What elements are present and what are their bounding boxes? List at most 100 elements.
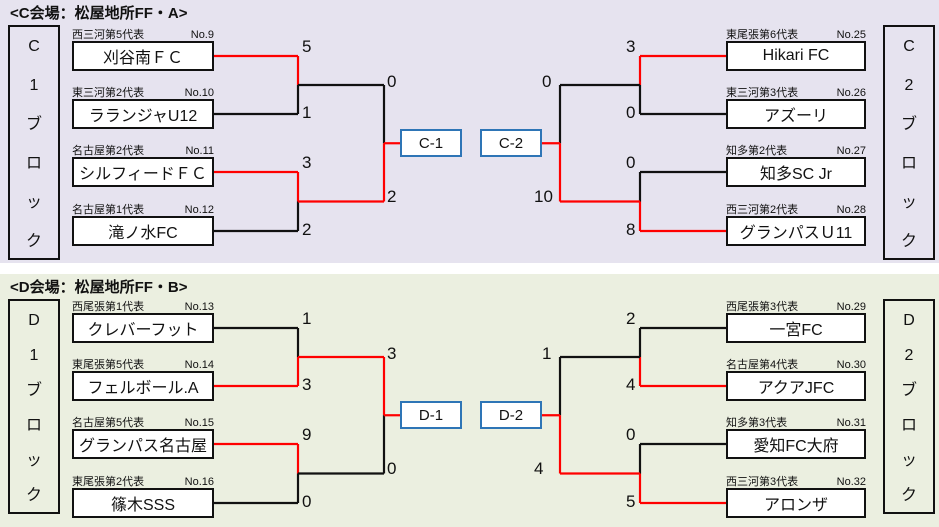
score-left: 3 (302, 375, 312, 394)
team-no: No.32 (836, 476, 866, 488)
team-rep-label: 知多第2代表 (726, 145, 788, 157)
block-left-char: ッ (25, 452, 42, 469)
block-right-char: ク (900, 233, 917, 250)
score-right: 8 (626, 220, 636, 239)
semi-score-left: 0 (387, 458, 397, 478)
team-no: No.10 (184, 87, 214, 99)
team-rep-label: 名古屋第2代表 (72, 145, 145, 157)
team-no: No.11 (185, 145, 214, 157)
block-right-char: C (903, 38, 915, 55)
block-left-char: ク (25, 487, 42, 504)
score-left: 9 (302, 425, 312, 444)
block-left-char: ブ (25, 382, 42, 399)
score-right: 2 (626, 309, 636, 328)
semi-score-right: 0 (542, 72, 552, 91)
block-right-char: 2 (904, 77, 914, 94)
team-rep-label: 知多第3代表 (726, 417, 788, 429)
team-name-right: アズーリ (726, 99, 866, 129)
block-left-char: 1 (29, 77, 39, 94)
team-no: No.25 (836, 29, 866, 41)
block-right-char: ッ (900, 452, 917, 469)
team-rep-label: 名古屋第4代表 (726, 359, 799, 371)
team-name-left: ラランジャU12 (72, 99, 214, 129)
score-right: 4 (626, 375, 636, 394)
block-right-char: ク (900, 487, 917, 504)
score-right: 0 (626, 153, 636, 172)
venue-c-title: <C会場：松屋地所FF・A> (10, 5, 188, 22)
block-right-char: ロ (900, 155, 917, 172)
match-label-right: D-2 (480, 401, 542, 430)
team-rep-label: 西三河第3代表 (726, 476, 799, 488)
team-name-left: クレバーフット (72, 313, 214, 343)
team-rep-label: 西尾張第1代表 (72, 301, 145, 313)
team-name-left: 滝ノ水FC (72, 216, 214, 246)
block-left-char: D (28, 312, 40, 329)
score-left: 1 (302, 103, 312, 122)
block-left-char: 1 (29, 347, 39, 364)
team-no: No.30 (836, 359, 866, 371)
team-name-right: 一宮FC (726, 313, 866, 343)
team-no: No.28 (836, 204, 866, 216)
team-no: No.9 (190, 29, 214, 41)
block-right-char: 2 (904, 347, 914, 364)
semi-score-left: 3 (387, 344, 397, 363)
team-no: No.31 (836, 417, 866, 429)
block-right-char: ッ (900, 194, 917, 211)
team-no: No.15 (184, 417, 214, 429)
team-no: No.16 (184, 476, 214, 488)
team-rep-label: 東三河第2代表 (72, 87, 145, 99)
team-name-right: Hikari FC (726, 41, 866, 71)
block-left-char: C (28, 38, 40, 55)
team-rep-label: 東尾張第6代表 (726, 29, 799, 41)
team-no: No.29 (836, 301, 866, 313)
team-no: No.12 (184, 204, 214, 216)
team-caption-right: 西三河第3代表 No.32 (726, 476, 866, 490)
team-rep-label: 名古屋第1代表 (72, 204, 145, 216)
team-rep-label: 東尾張第5代表 (72, 359, 145, 371)
team-name-right: グランパスＵ11 (726, 216, 866, 246)
team-name-left: フェルボール.A (72, 371, 214, 401)
team-rep-label: 西尾張第3代表 (726, 301, 799, 313)
team-name-right: アクアJFC (726, 371, 866, 401)
team-name-left: グランパス名古屋 (72, 429, 214, 459)
team-name-left: シルフィードＦＣ (72, 157, 214, 187)
team-rep-label: 東三河第3代表 (726, 87, 799, 99)
team-no: No.26 (836, 87, 866, 99)
team-rep-label: 西三河第5代表 (72, 29, 145, 41)
team-rep-label: 名古屋第5代表 (72, 417, 145, 429)
team-name-left: 篠木SSS (72, 488, 214, 518)
team-rep-label: 東尾張第2代表 (72, 476, 145, 488)
venue-d-title: <D会場：松屋地所FF・B> (10, 279, 188, 296)
match-label-left: C-1 (400, 129, 462, 158)
score-right: 0 (626, 103, 636, 122)
semi-score-right: 1 (542, 344, 552, 363)
team-rep-label: 西三河第2代表 (726, 204, 799, 216)
team-no: No.14 (184, 359, 214, 371)
score-right: 0 (626, 425, 636, 444)
team-name-right: 知多SC Jr (726, 157, 866, 187)
team-name-right: アロンザ (726, 488, 866, 518)
team-name-right: 愛知FC大府 (726, 429, 866, 459)
score-left: 1 (302, 309, 312, 328)
score-right: 5 (626, 492, 636, 511)
match-label-right: C-2 (480, 129, 542, 158)
block-right-char: ロ (900, 417, 917, 434)
block-left-char: ブ (25, 116, 42, 133)
block-right-char: ブ (900, 116, 917, 133)
score-left: 5 (302, 37, 312, 56)
semi-score-right: 4 (534, 458, 544, 478)
block-right-char: ブ (900, 382, 917, 399)
semi-score-left: 2 (387, 186, 397, 206)
team-no: No.27 (836, 145, 866, 157)
score-right: 3 (626, 37, 636, 56)
team-name-left: 刈谷南ＦＣ (72, 41, 214, 71)
block-box-right: C 2 ブロック (883, 25, 935, 260)
score-left: 3 (302, 153, 312, 172)
block-left-char: ロ (25, 155, 42, 172)
team-caption-right: 西尾張第3代表 No.29 (726, 301, 866, 315)
score-left: 2 (302, 220, 312, 239)
